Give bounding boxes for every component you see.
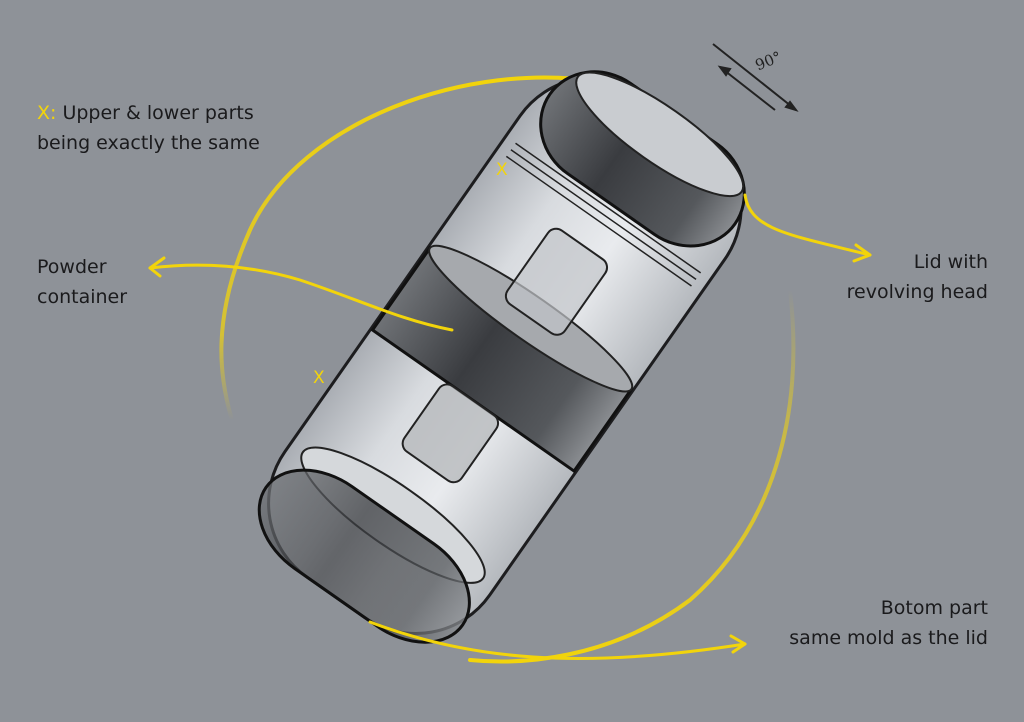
bottom-callout-arrow: [368, 620, 747, 660]
container-drawing: [257, 70, 746, 644]
x-legend-marker: X:: [37, 102, 57, 124]
powder-callout-arrow: [148, 263, 454, 332]
lid-annotation: Lid with revolving head: [846, 251, 988, 303]
bottom-part-annotation: Botom part same mold as the lid: [789, 597, 988, 649]
symmetry-circle: [219, 75, 796, 664]
symmetry-annotation: X: Upper & lower parts being exactly the…: [37, 102, 260, 154]
rotation-arrow-icon: [712, 43, 799, 112]
x-marker-upper: X: [496, 160, 508, 180]
lid-callout-arrow: [743, 193, 872, 257]
powder-container-annotation: Powder container: [37, 256, 128, 308]
callout-arrows: [148, 193, 872, 660]
x-marker-lower: X: [313, 368, 325, 388]
